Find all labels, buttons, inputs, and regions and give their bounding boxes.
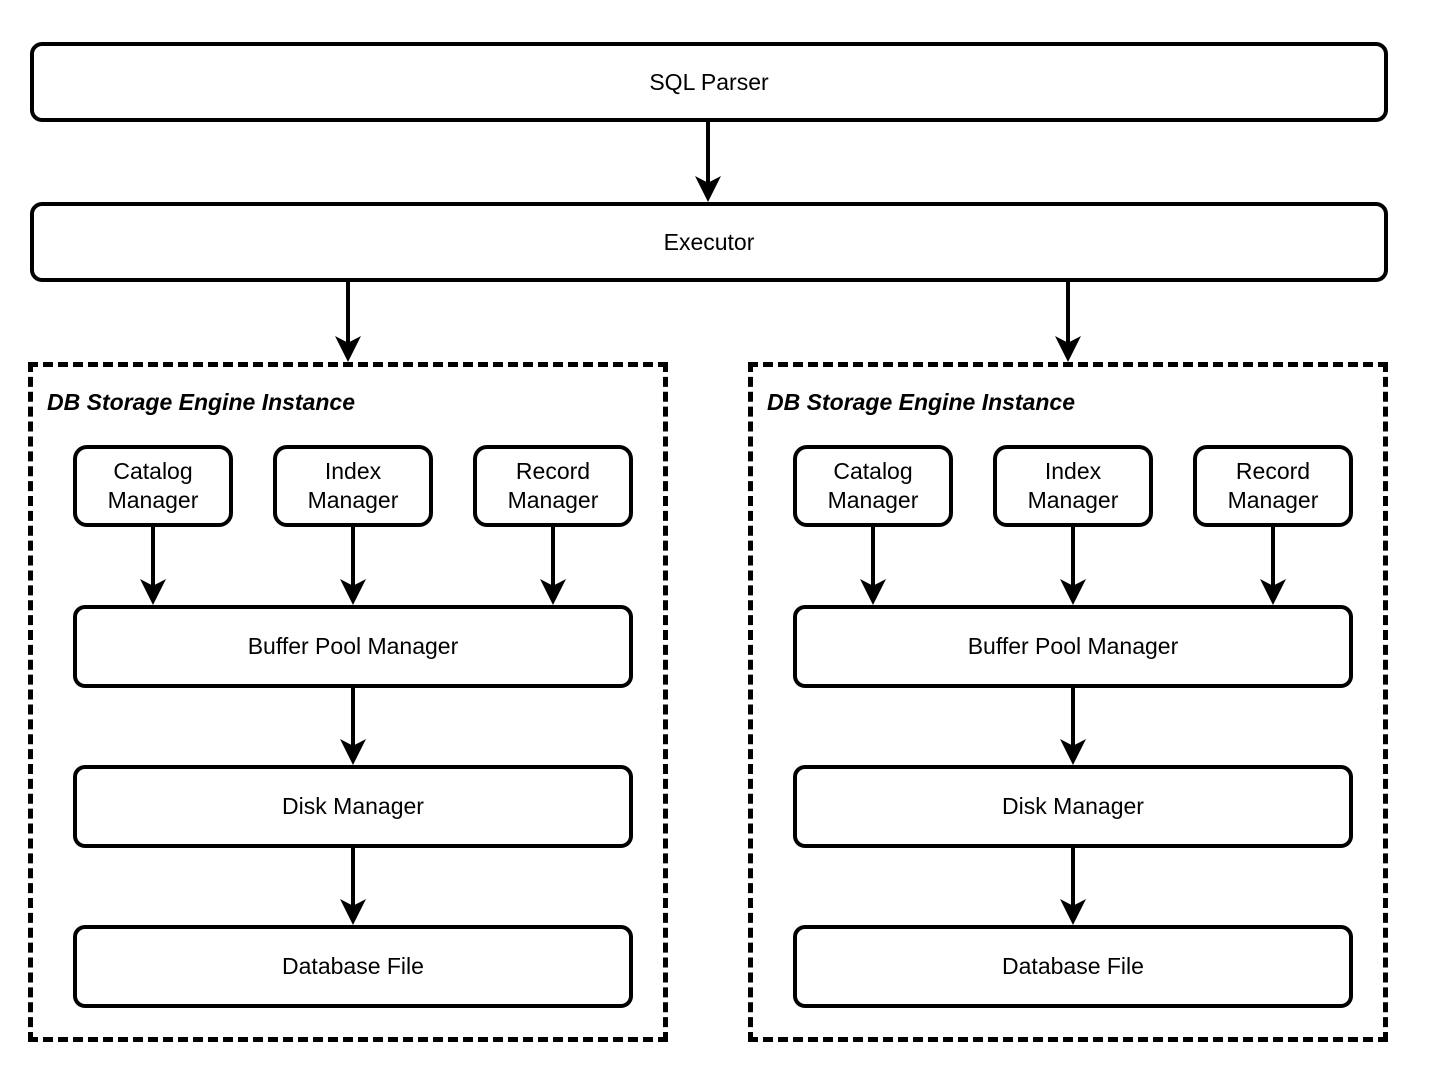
arrow-parser-to-executor	[695, 122, 721, 202]
node-executor: Executor	[30, 202, 1388, 282]
node-label: Record Manager	[1227, 458, 1319, 513]
arrow-catalog-to-buffer	[860, 527, 886, 605]
arrow-line	[1071, 848, 1075, 909]
arrow-line	[1066, 282, 1070, 346]
node-label: Buffer Pool Manager	[967, 633, 1179, 660]
arrow-record-to-buffer	[1260, 527, 1286, 605]
arrow-buffer-to-disk	[340, 688, 366, 765]
arrow-line	[351, 527, 355, 589]
engine-instance-right: DB Storage Engine Instance Catalog Manag…	[748, 362, 1388, 1042]
arrow-disk-to-file	[1060, 848, 1086, 925]
arrow-catalog-to-buffer	[140, 527, 166, 605]
node-label: Index Manager	[1027, 458, 1119, 513]
engine-title: DB Storage Engine Instance	[47, 389, 356, 415]
node-record-manager: Record Manager	[473, 445, 633, 527]
node-record-manager: Record Manager	[1193, 445, 1353, 527]
node-label: Executor	[663, 228, 755, 255]
node-label: Record Manager	[507, 458, 599, 513]
node-label: SQL Parser	[649, 68, 769, 95]
node-database-file: Database File	[793, 925, 1353, 1008]
arrow-line	[1071, 688, 1075, 749]
engine-title: DB Storage Engine Instance	[767, 389, 1076, 415]
arrow-line	[1071, 527, 1075, 589]
node-database-file: Database File	[73, 925, 633, 1008]
node-label: Disk Manager	[1002, 793, 1144, 820]
arrow-line	[351, 688, 355, 749]
node-index-manager: Index Manager	[993, 445, 1153, 527]
arrow-executor-to-engine-right	[1055, 282, 1081, 362]
engine-instance-left: DB Storage Engine Instance Catalog Manag…	[28, 362, 668, 1042]
node-index-manager: Index Manager	[273, 445, 433, 527]
arrow-disk-to-file	[340, 848, 366, 925]
arrow-index-to-buffer	[340, 527, 366, 605]
arrow-line	[706, 122, 710, 186]
node-label: Buffer Pool Manager	[247, 633, 459, 660]
arrow-line	[346, 282, 350, 346]
node-label: Index Manager	[307, 458, 399, 513]
node-label: Catalog Manager	[827, 458, 919, 513]
node-sql-parser: SQL Parser	[30, 42, 1388, 122]
node-label: Database File	[282, 953, 424, 980]
node-label: Catalog Manager	[107, 458, 199, 513]
node-disk-manager: Disk Manager	[73, 765, 633, 848]
node-label: Database File	[1002, 953, 1144, 980]
arrow-line	[151, 527, 155, 589]
node-label: Disk Manager	[282, 793, 424, 820]
node-buffer-pool-manager: Buffer Pool Manager	[793, 605, 1353, 688]
arrow-buffer-to-disk	[1060, 688, 1086, 765]
node-catalog-manager: Catalog Manager	[793, 445, 953, 527]
arrow-record-to-buffer	[540, 527, 566, 605]
node-catalog-manager: Catalog Manager	[73, 445, 233, 527]
arrow-line	[1271, 527, 1275, 589]
arrow-line	[551, 527, 555, 589]
arrow-line	[351, 848, 355, 909]
arrow-executor-to-engine-left	[335, 282, 361, 362]
arrow-line	[871, 527, 875, 589]
node-disk-manager: Disk Manager	[793, 765, 1353, 848]
node-buffer-pool-manager: Buffer Pool Manager	[73, 605, 633, 688]
arrow-index-to-buffer	[1060, 527, 1086, 605]
